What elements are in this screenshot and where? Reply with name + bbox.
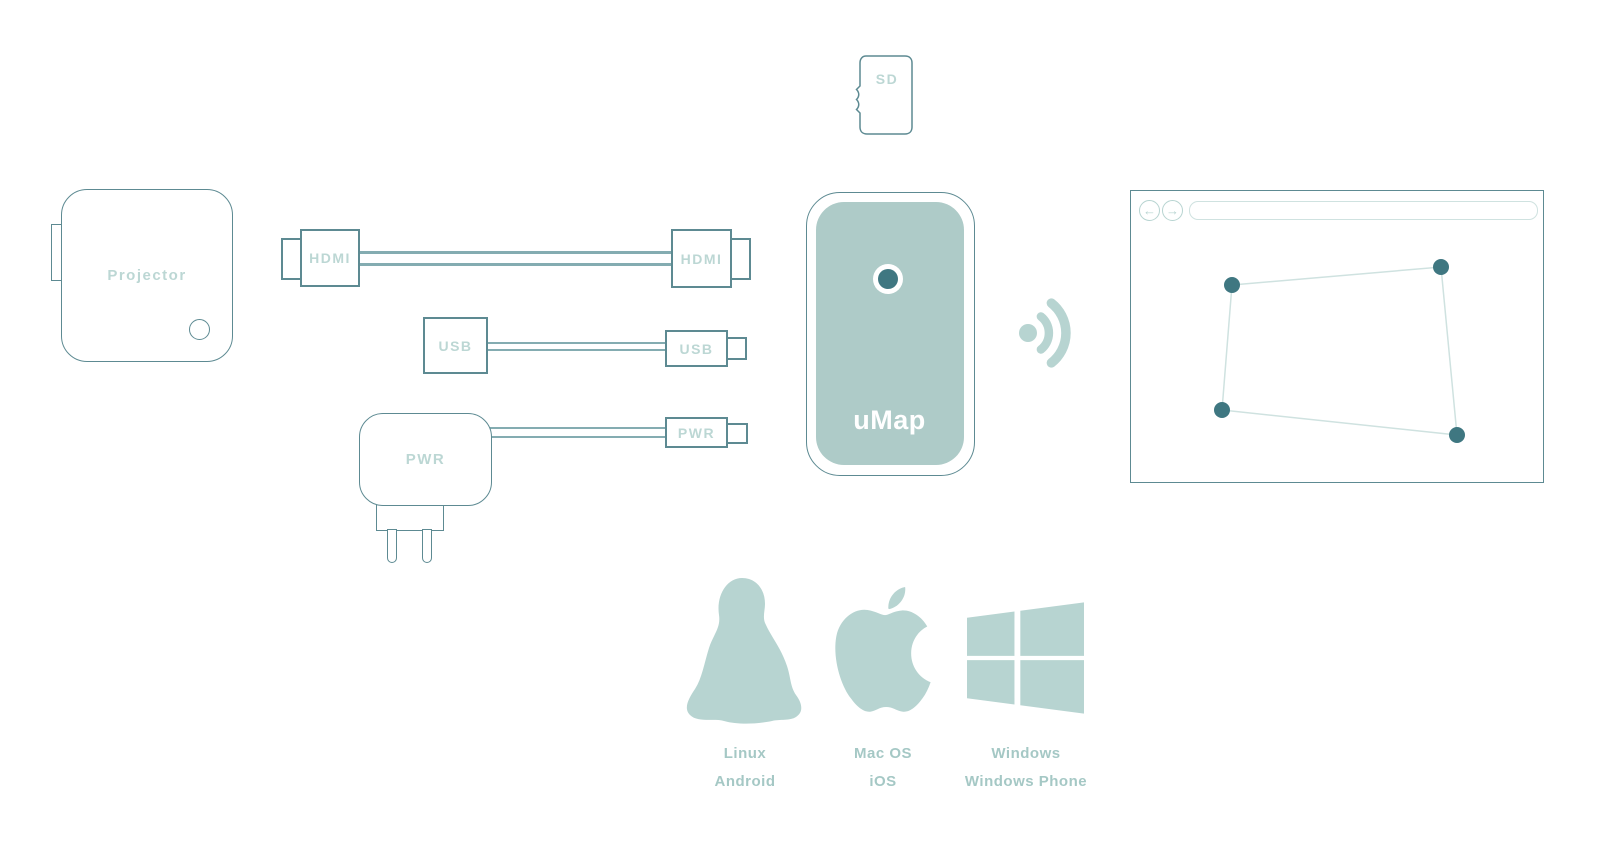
power-right-plug bbox=[726, 423, 748, 444]
wifi-signal-icon bbox=[1019, 298, 1071, 368]
hdmi-left-plug bbox=[281, 238, 302, 280]
projector-label: Projector bbox=[107, 267, 187, 284]
umap-device-body bbox=[815, 201, 964, 465]
os-windows-line1: Windows bbox=[991, 745, 1061, 762]
sd-card-icon bbox=[855, 55, 913, 135]
os-mac-line1: Mac OS bbox=[853, 745, 913, 762]
back-arrow-icon: ← bbox=[1143, 203, 1156, 218]
os-windows-line2: Windows Phone bbox=[964, 773, 1088, 790]
os-linux-line2: Android bbox=[714, 773, 776, 790]
sd-card: SD bbox=[855, 55, 913, 135]
usb-right-connector: USB bbox=[665, 330, 728, 367]
hdmi-left-label: HDMI bbox=[309, 250, 351, 266]
hdmi-right-label: HDMI bbox=[680, 250, 723, 267]
windows-logo-icon bbox=[967, 602, 1084, 714]
power-prong-icon bbox=[422, 529, 432, 563]
url-bar[interactable] bbox=[1189, 201, 1538, 220]
power-connector-label: PWR bbox=[677, 424, 716, 441]
hdmi-right-plug bbox=[730, 238, 751, 280]
sd-card-label: SD bbox=[875, 71, 899, 87]
map-polygon bbox=[1214, 259, 1465, 443]
linux-tux-icon bbox=[686, 578, 802, 724]
map-vertex-dot bbox=[1224, 277, 1240, 293]
forward-button[interactable]: → bbox=[1162, 200, 1183, 221]
power-prong-icon bbox=[387, 529, 397, 563]
usb-right-plug bbox=[726, 337, 747, 360]
lens-icon bbox=[878, 269, 898, 289]
apple-logo-icon bbox=[835, 586, 931, 712]
power-cable bbox=[490, 427, 667, 438]
forward-arrow-icon: → bbox=[1166, 203, 1179, 218]
usb-right-label: USB bbox=[679, 340, 714, 357]
hdmi-left-connector: HDMI bbox=[300, 229, 360, 287]
map-vertex-dot bbox=[1214, 402, 1230, 418]
map-vertex-dot bbox=[1449, 427, 1465, 443]
power-adapter: PWR bbox=[359, 413, 492, 506]
usb-left-connector: USB bbox=[423, 317, 488, 374]
back-button[interactable]: ← bbox=[1139, 200, 1160, 221]
hdmi-cable bbox=[358, 251, 673, 266]
projector-power-button-icon bbox=[189, 319, 210, 340]
projector: Projector bbox=[61, 189, 233, 362]
usb-cable bbox=[486, 342, 667, 351]
umap-device: uMap bbox=[806, 192, 975, 476]
os-mac-line2: iOS bbox=[869, 773, 897, 790]
power-right-connector: PWR bbox=[665, 417, 728, 448]
map-vertex-dot bbox=[1433, 259, 1449, 275]
browser-window: ← → bbox=[1130, 190, 1544, 483]
power-adapter-label: PWR bbox=[405, 451, 446, 468]
power-adapter-base bbox=[376, 502, 444, 531]
umap-device-label: uMap bbox=[853, 405, 926, 435]
hdmi-right-connector: HDMI bbox=[671, 229, 732, 288]
usb-left-label: USB bbox=[438, 337, 473, 354]
os-linux-line1: Linux bbox=[723, 745, 767, 762]
